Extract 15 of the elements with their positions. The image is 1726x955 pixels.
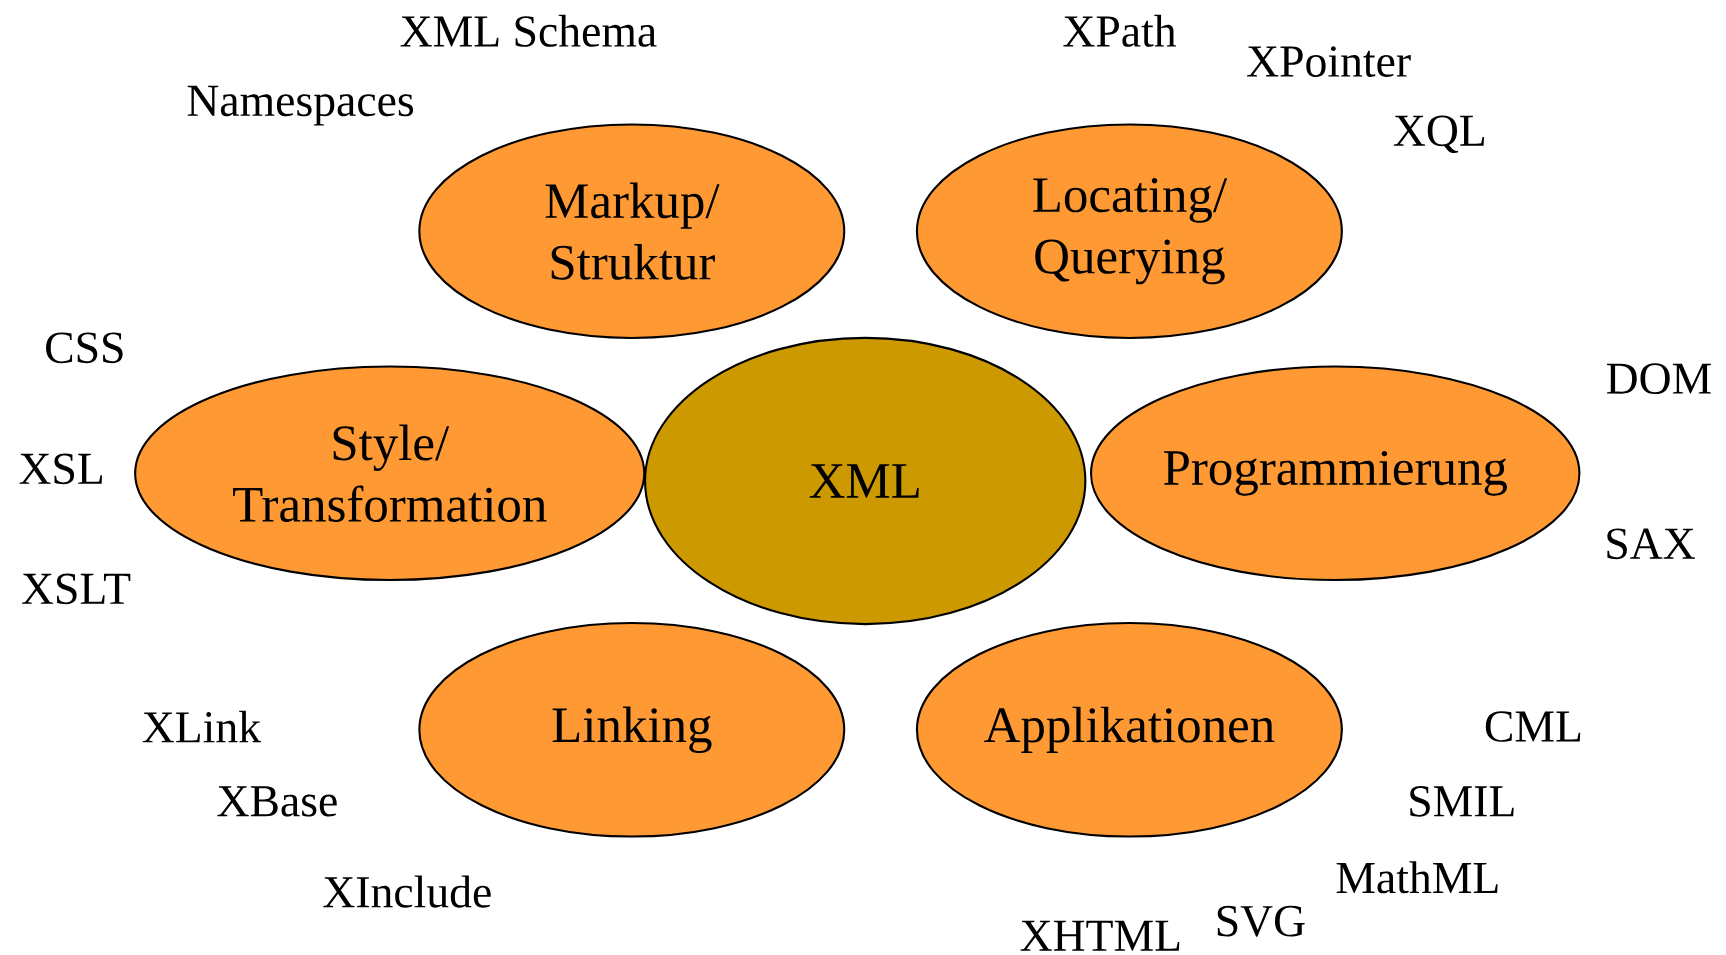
label: SVG: [1217, 905, 1305, 937]
label: XPath: [1063, 14, 1177, 47]
label: Namespaces: [187, 85, 414, 126]
label: CML: [1485, 711, 1581, 742]
label: XPointer: [1247, 46, 1411, 77]
label: CSS: [46, 332, 123, 364]
label: XQL: [1393, 115, 1485, 154]
label: XInclude: [323, 875, 491, 908]
label: XML Schema: [400, 14, 657, 47]
label: XSLT: [22, 573, 131, 605]
label: XHTML: [1020, 920, 1180, 951]
label: MathML: [1336, 861, 1498, 894]
label: XLink: [142, 710, 262, 743]
label: SMIL: [1410, 786, 1514, 817]
label: XBase: [217, 786, 337, 817]
